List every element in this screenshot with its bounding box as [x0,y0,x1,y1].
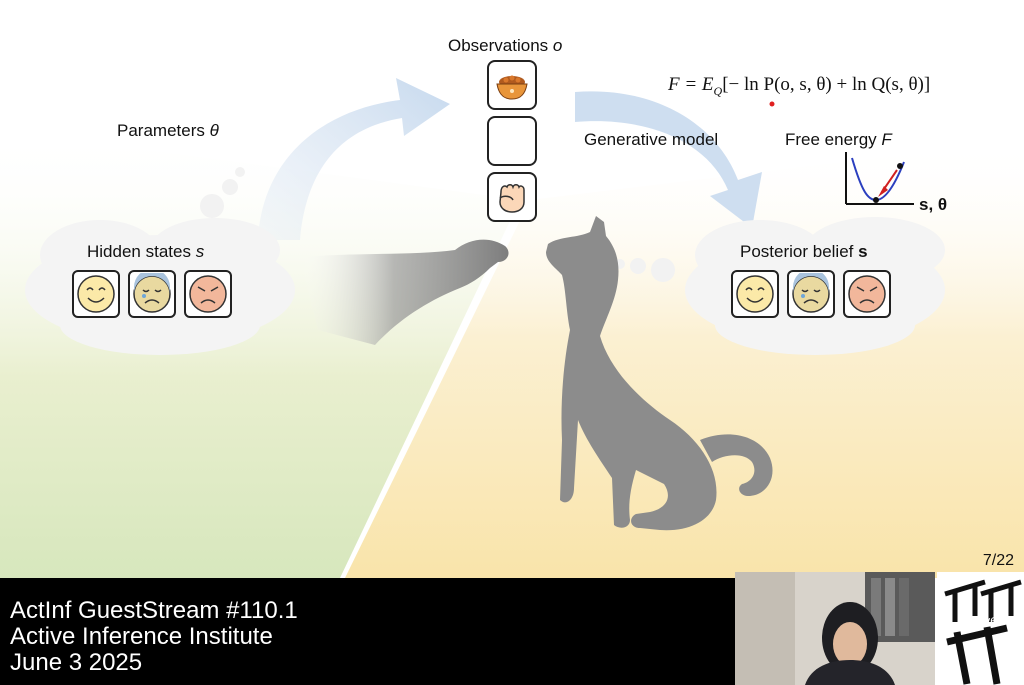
free-energy-title: Free energy F [785,130,892,150]
observation-food [487,60,537,110]
stream-date: June 3 2025 [10,649,143,676]
slide-page-number: 7/22 [982,552,1014,569]
observations-symbol: o [552,36,563,55]
posterior-happy [731,270,779,318]
generative-model-label: Generative model [584,130,719,149]
stream-title: ActInf GuestStream #110.1 [10,597,298,624]
posterior-symbol: s [858,242,868,261]
presenter-webcam [735,572,935,685]
generative-model-arrow [575,91,762,229]
dog-illustration [546,216,773,531]
presenter-video-icon [735,572,935,685]
pointer-dot [769,101,775,107]
observation-fist [487,172,537,222]
stream-organization: Active Inference Institute [10,623,273,650]
free-energy-formula: F = EQ[− ln P(o, s, θ) + ln Q(s, θ)] [668,74,930,99]
active-inference-logo: serve act [937,572,1024,685]
observations-title: Observations o [448,36,562,56]
formula-subscript: Q [713,83,723,98]
hidden-state-sad [128,270,176,318]
parameters-arrow [258,78,450,240]
hidden-states-symbol: s [195,242,205,261]
posterior-angry [843,270,891,318]
sad-face-icon [792,273,830,313]
hidden-state-angry [184,270,232,318]
human-hand [300,239,509,345]
pi-logo-icon: serve act [937,572,1024,685]
angry-face-icon [848,275,886,313]
hidden-state-happy [72,270,120,318]
free-energy-symbol: F [881,130,892,149]
observation-empty [487,116,537,166]
parameters-label: Parameters [117,121,205,140]
sad-face-icon [133,273,171,313]
observations-label: Observations [448,36,549,55]
formula-rhs: [− ln P(o, s, θ) + ln Q(s, θ)] [722,74,931,95]
happy-face-icon [736,275,774,313]
food-bowl-icon [496,75,528,100]
hidden-states-title: Hidden states s [87,242,204,262]
posterior-label: Posterior belief [740,242,854,261]
axis-label: s, θ [919,195,948,214]
stream-caption-bar: ActInf GuestStream #110.1 Active Inferen… [0,578,735,685]
fist-icon [499,184,525,213]
parameters-title: Parameters θ [117,121,219,141]
free-energy-plot [845,152,914,205]
free-energy-label: Free energy [785,130,877,149]
angry-face-icon [189,275,227,313]
logo-act-text: act [939,653,958,675]
happy-face-icon [77,275,115,313]
hidden-states-label: Hidden states [87,242,191,261]
posterior-sad [787,270,835,318]
logo-serve-text: serve [965,612,999,633]
parameters-symbol: θ [209,121,219,140]
formula-lhs: F = E [668,74,714,95]
posterior-title: Posterior belief s [740,242,868,262]
